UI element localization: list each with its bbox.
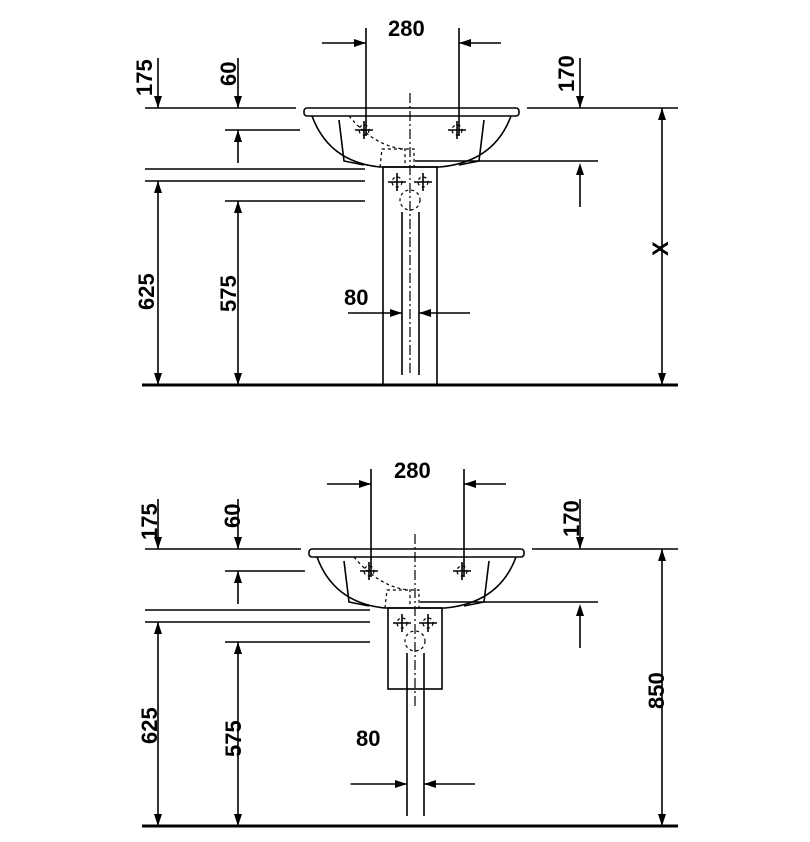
arrow-head	[658, 814, 666, 826]
dim-80-top: 80	[344, 285, 368, 310]
dim-170-bottom: 170	[559, 500, 584, 537]
dim-280-top: 280	[388, 16, 425, 41]
arrow-head	[464, 480, 476, 488]
arrow-head	[234, 373, 242, 385]
dim-625-top: 625	[134, 273, 159, 310]
waste-outlet-hidden	[384, 589, 420, 609]
pedestal-view	[142, 28, 678, 387]
arrow-head	[234, 814, 242, 826]
dim-175-bottom: 175	[137, 503, 162, 540]
arrow-head	[234, 571, 242, 583]
basin-rim	[308, 548, 525, 558]
dim-575-top: 575	[216, 275, 241, 312]
waste-hole-icon	[399, 189, 421, 211]
arrow-head	[658, 549, 666, 561]
arrow-head	[576, 537, 584, 549]
arrow-head	[658, 373, 666, 385]
arrow-head	[234, 201, 242, 213]
arrow-head	[154, 96, 162, 108]
waste-hole-icon	[404, 630, 426, 652]
basin-rim	[303, 107, 520, 117]
arrow-head	[419, 309, 431, 317]
dim-280-bottom: 280	[394, 458, 431, 483]
waste-outlet-hidden	[379, 148, 415, 168]
arrow-head	[154, 537, 162, 549]
bracket-left	[338, 119, 365, 166]
tap-hole-icon	[451, 124, 463, 136]
arrow-head	[576, 604, 584, 616]
tap-hole-icon	[417, 176, 429, 188]
waste-trap-hidden	[353, 556, 411, 608]
dim-60-bottom: 60	[220, 504, 245, 528]
dim-175-top: 175	[132, 59, 157, 96]
tap-hole-icon	[422, 617, 434, 629]
arrow-head	[390, 309, 402, 317]
arrow-head	[576, 163, 584, 175]
arrow-head	[658, 108, 666, 120]
bracket-right	[463, 560, 490, 607]
arrow-head	[154, 814, 162, 826]
arrow-head	[154, 622, 162, 634]
tap-hole-icon	[456, 565, 468, 577]
dim-170-top: 170	[554, 55, 579, 92]
arrow-head	[359, 480, 371, 488]
dim-x-top: X	[648, 241, 673, 256]
bracket-left	[343, 560, 370, 607]
arrow-head	[234, 96, 242, 108]
tap-hole-icon	[396, 617, 408, 629]
arrow-head	[234, 642, 242, 654]
arrow-head	[234, 537, 242, 549]
dim-625-bottom: 625	[137, 707, 162, 744]
arrow-head	[154, 181, 162, 193]
arrow-head	[395, 780, 407, 788]
dim-575-bottom: 575	[221, 720, 246, 757]
arrow-head	[576, 96, 584, 108]
tap-hole-icon	[391, 176, 403, 188]
dim-850-bottom: 850	[644, 672, 669, 709]
semi-pedestal	[387, 607, 443, 690]
dim-60-top: 60	[216, 62, 241, 86]
tap-hole-icon	[363, 565, 375, 577]
arrow-head	[354, 39, 366, 47]
arrow-head	[424, 780, 436, 788]
arrow-head	[459, 39, 471, 47]
arrow-head	[154, 373, 162, 385]
dim-80-bottom: 80	[356, 726, 380, 751]
tap-hole-icon	[358, 124, 370, 136]
waste-trap-hidden	[348, 115, 406, 167]
bracket-right	[458, 119, 485, 166]
semi-pedestal-view	[142, 469, 678, 828]
arrow-head	[234, 130, 242, 142]
pedestal	[382, 166, 438, 386]
